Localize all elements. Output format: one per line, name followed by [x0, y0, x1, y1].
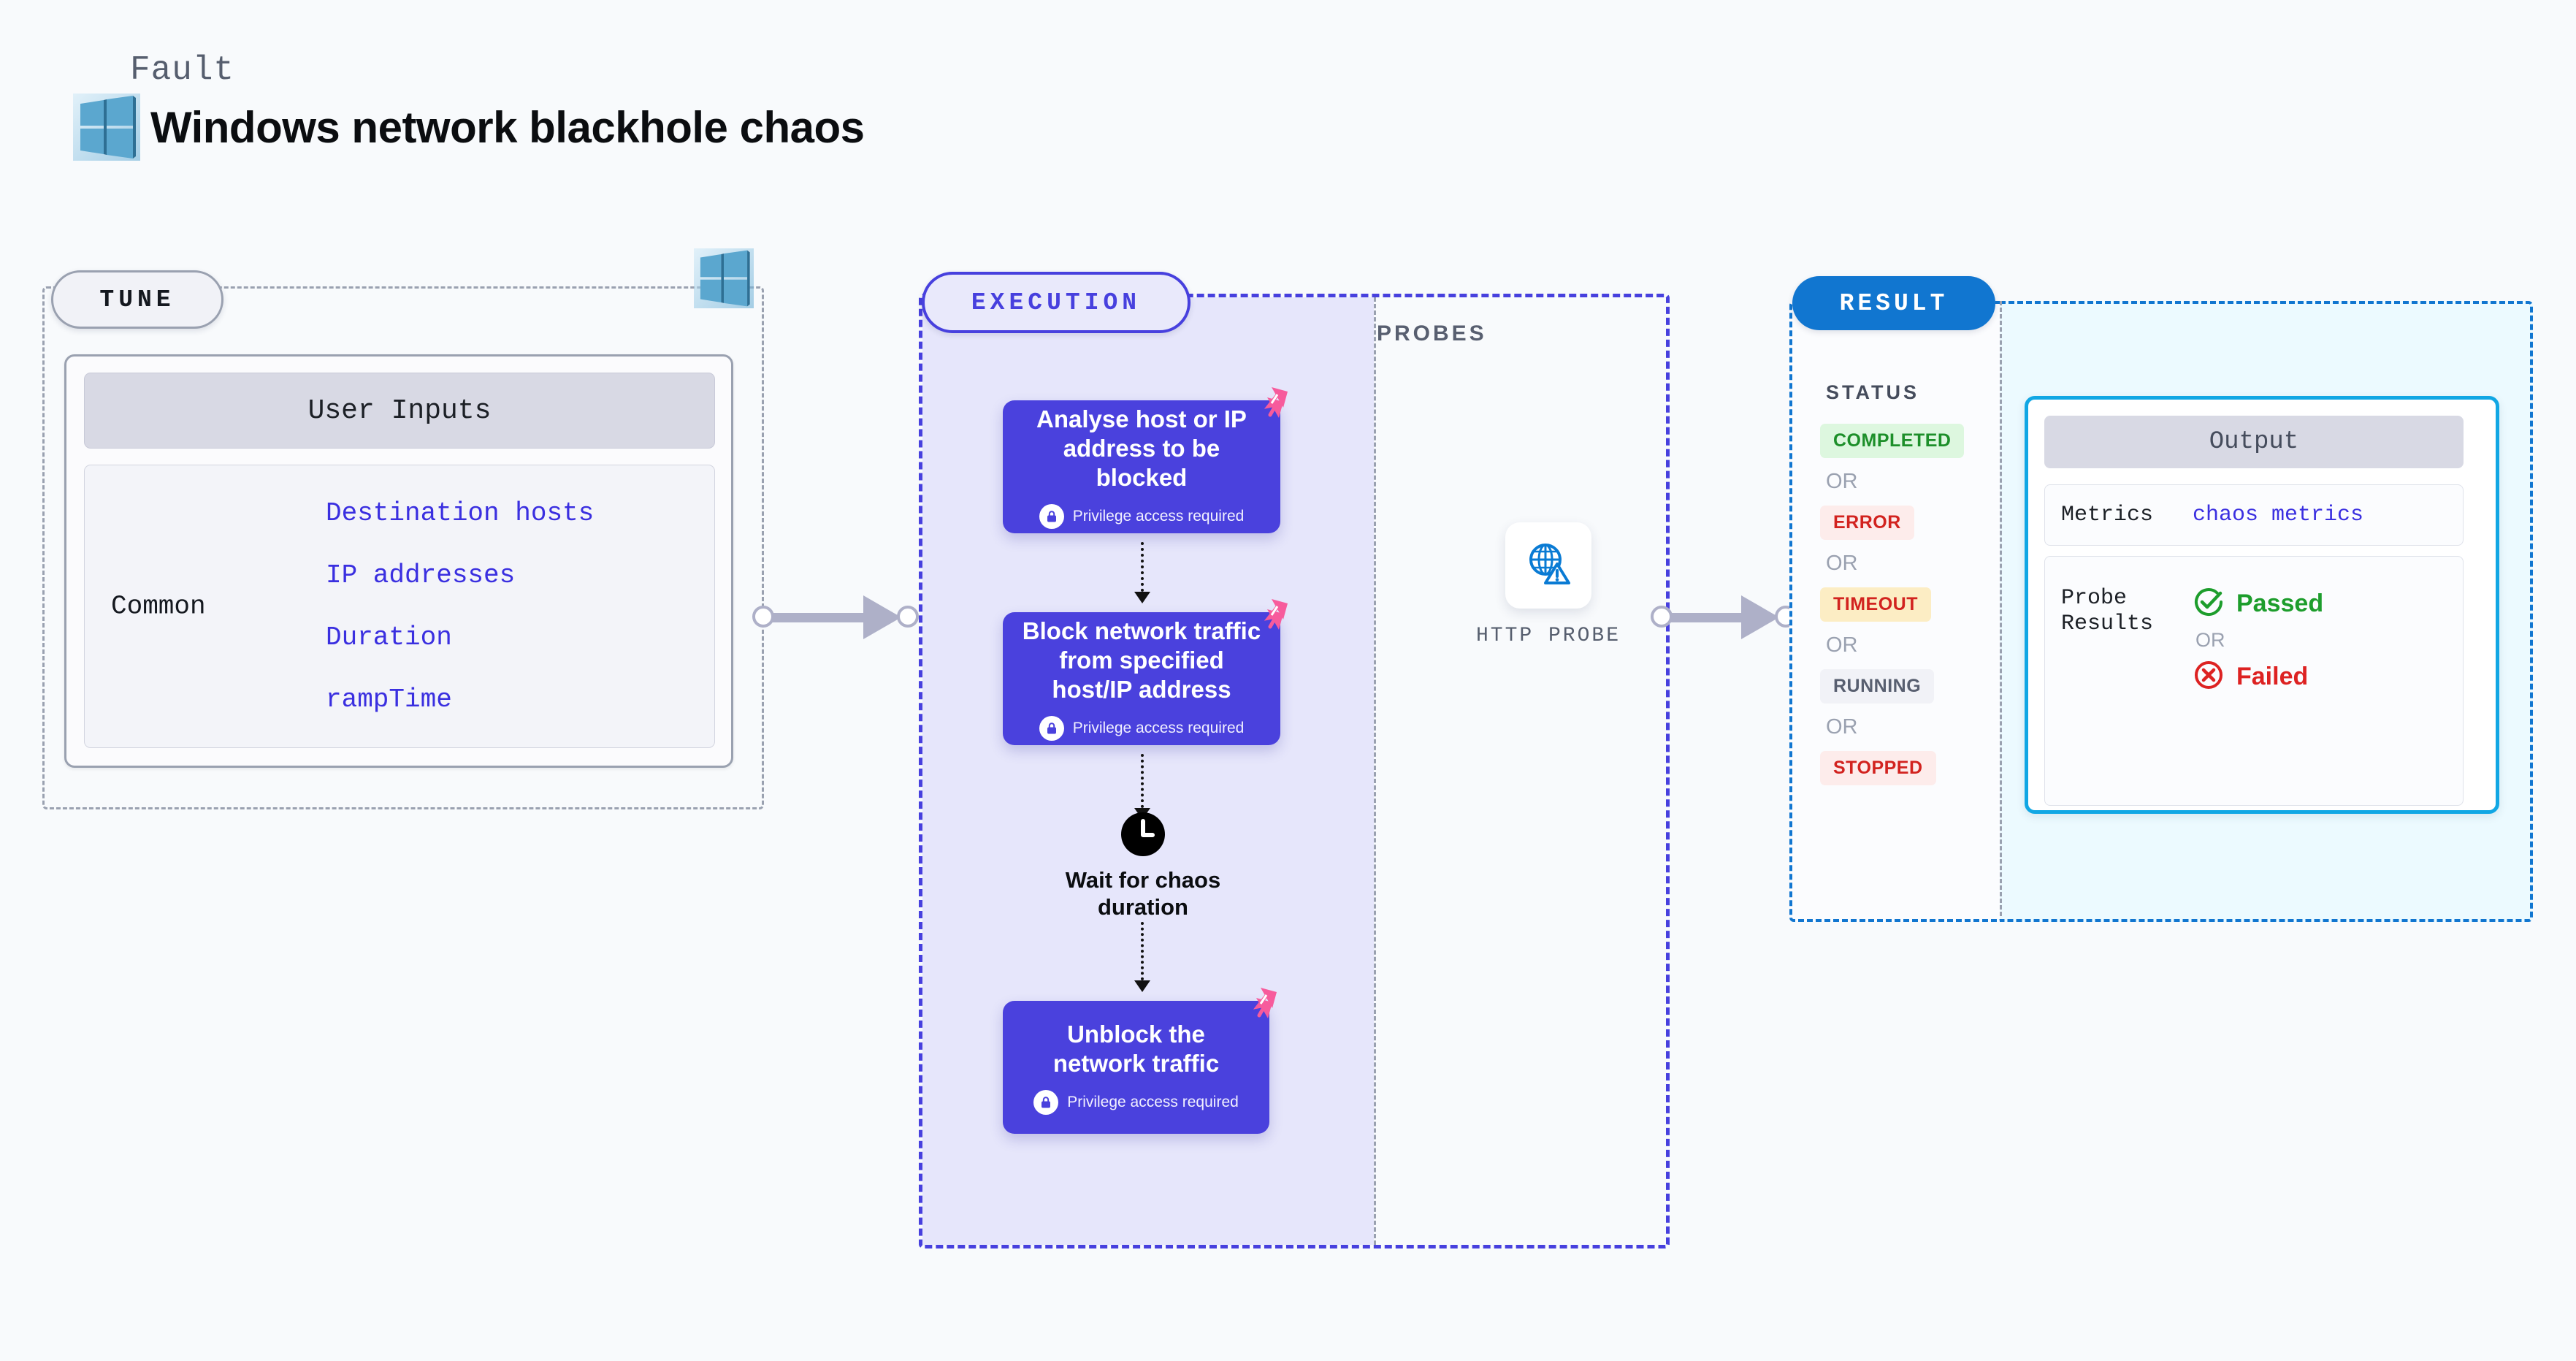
privilege-note: Privilege access required — [1039, 716, 1245, 742]
lock-icon — [1039, 504, 1064, 530]
metrics-label: Metrics — [2061, 502, 2154, 527]
probes-divider — [1374, 297, 1376, 1245]
flow-arrow-3 — [1134, 922, 1150, 992]
probe-label: HTTP PROBE — [1475, 625, 1621, 647]
connector-arrowhead — [863, 595, 901, 639]
title-row: Windows network blackhole chaos — [73, 94, 865, 161]
page-title: Windows network blackhole chaos — [150, 102, 865, 152]
privilege-text: Privilege access required — [1072, 720, 1245, 737]
execution-step-block-traffic[interactable]: Block network traffic from specified hos… — [1003, 599, 1288, 745]
probe-results-values: Passed OR Failed — [2193, 586, 2323, 695]
arrow-head — [1134, 592, 1150, 603]
globe-warning-icon — [1524, 539, 1573, 592]
fault-label: Fault — [130, 51, 235, 89]
tune-platform-windows-icon — [694, 248, 754, 312]
connector-probes-to-result — [1651, 595, 1804, 639]
wait-label: Wait for chaos duration — [1065, 867, 1221, 920]
user-inputs-card: User Inputs Common Destination hosts IP … — [64, 354, 733, 768]
connector-endpoint-end — [897, 606, 919, 628]
probe-node-http[interactable]: HTTP PROBE — [1461, 522, 1636, 647]
chaos-badge-icon — [1239, 985, 1280, 1029]
or-separator: OR — [1826, 715, 1858, 739]
input-item-duration[interactable]: Duration — [326, 622, 452, 652]
input-item-ramptime[interactable]: rampTime — [326, 685, 452, 714]
or-separator: OR — [1826, 470, 1858, 493]
user-inputs-header: User Inputs — [84, 373, 715, 449]
lock-icon — [1033, 1090, 1059, 1116]
clock-icon — [1120, 811, 1166, 858]
chaos-badge-icon — [1250, 596, 1291, 641]
step-title: Unblock the network traffic — [1052, 1020, 1220, 1077]
arrow-head — [1134, 980, 1150, 992]
probe-result-failed: Failed — [2193, 659, 2323, 695]
privilege-text: Privilege access required — [1067, 1094, 1239, 1111]
status-title: STATUS — [1826, 381, 1919, 403]
flow-arrow-1 — [1134, 542, 1150, 603]
execution-step-analyse[interactable]: Analyse host or IP address to be blocked… — [1003, 387, 1288, 533]
x-circle-icon — [2193, 659, 2225, 695]
metrics-row: Metrics chaos metrics — [2044, 484, 2464, 546]
or-separator: OR — [1826, 633, 1858, 657]
tune-pill-label: TUNE — [51, 270, 223, 329]
execution-wait-node: Wait for chaos duration — [1059, 811, 1227, 920]
result-column-divider — [2000, 301, 2002, 916]
passed-label: Passed — [2236, 590, 2324, 617]
connector-tune-to-execution — [752, 595, 928, 639]
status-badge-error: ERROR — [1820, 506, 1914, 540]
privilege-note: Privilege access required — [1033, 1090, 1239, 1116]
status-badge-timeout: TIMEOUT — [1820, 587, 1931, 622]
windows-logo-icon — [73, 94, 140, 161]
probe-tile[interactable] — [1505, 522, 1591, 609]
status-list: COMPLETED OR ERROR OR TIMEOUT OR RUNNING… — [1820, 424, 2003, 785]
probes-section-label: PROBES — [1377, 321, 1487, 346]
connector-arrowhead — [1741, 595, 1779, 639]
probe-results-row: Probe Results Passed OR — [2044, 556, 2464, 806]
common-input-list: Destination hosts IP addresses Duration … — [326, 465, 713, 747]
flow-arrow-2 — [1134, 754, 1150, 820]
arrow-line — [1141, 754, 1144, 808]
execution-pill-label: EXECUTION — [922, 272, 1190, 333]
input-item-ip-addresses[interactable]: IP addresses — [326, 560, 516, 590]
check-circle-icon — [2193, 586, 2225, 622]
privilege-note: Privilege access required — [1039, 504, 1245, 530]
connector-endpoint-start — [752, 606, 774, 628]
output-header: Output — [2044, 416, 2464, 468]
or-separator: OR — [2195, 629, 2225, 651]
common-group-label: Common — [111, 591, 206, 622]
tune-section — [42, 286, 764, 809]
connector-endpoint-start — [1651, 606, 1673, 628]
arrow-line — [1141, 542, 1144, 592]
failed-label: Failed — [2236, 663, 2309, 690]
step-title: Analyse host or IP address to be blocked — [1036, 405, 1247, 492]
execution-step-unblock-traffic[interactable]: Unblock the network traffic Privilege ac… — [1003, 988, 1277, 1134]
status-badge-running: RUNNING — [1820, 669, 1935, 704]
step-title: Block network traffic from specified hos… — [1022, 617, 1261, 704]
input-item-destination-hosts[interactable]: Destination hosts — [326, 498, 595, 528]
privilege-text: Privilege access required — [1072, 508, 1245, 525]
status-badge-completed: COMPLETED — [1820, 424, 1965, 458]
result-pill-label: RESULT — [1792, 276, 1995, 330]
output-card: Output Metrics chaos metrics Probe Resul… — [2025, 396, 2499, 814]
connector-line — [763, 613, 893, 622]
page-header: Fault Windows network blackhole chaos — [73, 51, 865, 161]
arrow-line — [1141, 922, 1144, 980]
status-badge-stopped: STOPPED — [1820, 751, 1936, 785]
metrics-value[interactable]: chaos metrics — [2193, 503, 2364, 527]
lock-icon — [1039, 716, 1064, 742]
probe-result-passed: Passed — [2193, 586, 2323, 622]
chaos-badge-icon — [1250, 384, 1291, 429]
or-separator: OR — [1826, 552, 1858, 575]
common-inputs-panel: Common Destination hosts IP addresses Du… — [84, 465, 715, 748]
probe-results-label: Probe Results — [2061, 586, 2154, 636]
